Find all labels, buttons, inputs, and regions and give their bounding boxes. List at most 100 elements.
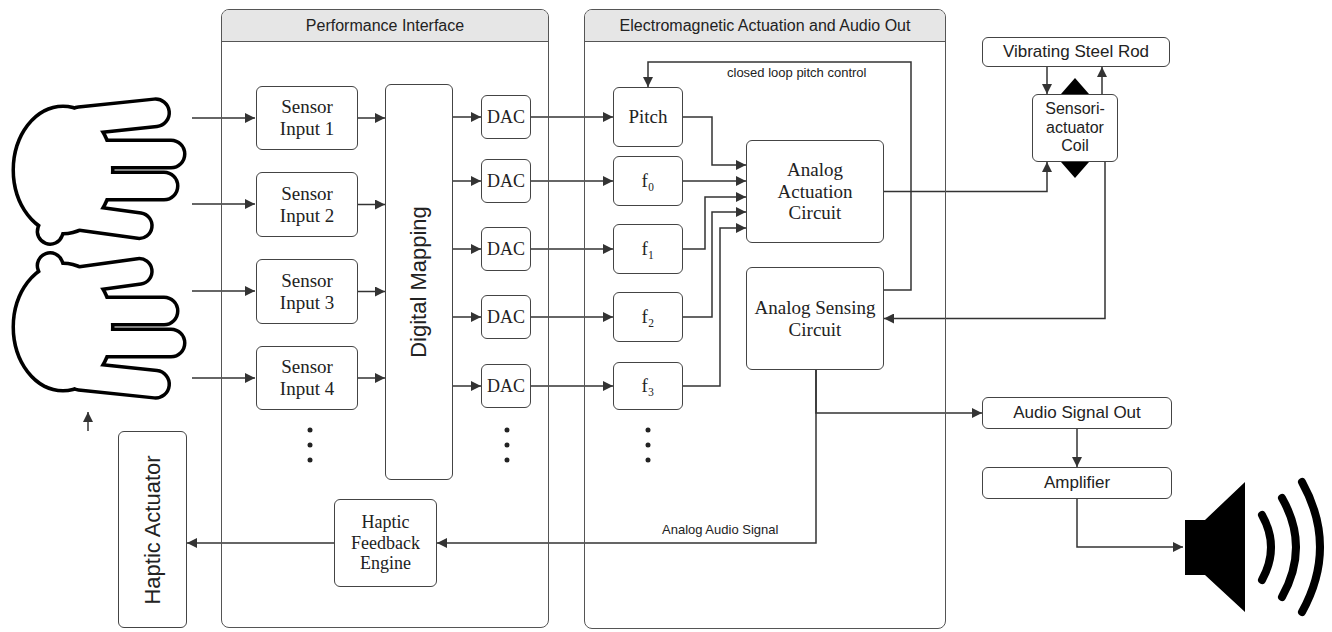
ellipsis-dot: [308, 458, 313, 463]
node-label: f₂: [642, 306, 655, 328]
signal-arrow: [683, 180, 746, 182]
signal-arrow: [884, 162, 1105, 319]
node-label: Sensor Input 1: [263, 96, 351, 140]
oscillator-box: f₂: [613, 292, 683, 342]
signal-arrow: [187, 542, 334, 544]
hand-drawing: [15, 100, 183, 246]
node-label: Sensor Input 2: [263, 183, 351, 227]
circuit-box: Analog Sensing Circuit: [746, 267, 884, 370]
node-label: DAC: [487, 239, 525, 260]
speaker-icon: [1185, 482, 1245, 612]
signal-arrow: [816, 370, 982, 413]
ellipsis-dot: [505, 443, 510, 448]
node-label: DAC: [487, 376, 525, 397]
node-label: DAC: [487, 307, 525, 328]
signal-arrow: [1076, 429, 1078, 467]
oscillator-box: f₁: [613, 224, 683, 274]
engine-box: Haptic Feedback Engine: [334, 499, 437, 587]
panel-title: Electromagnetic Actuation and Audio Out: [585, 10, 945, 42]
ellipsis-dot: [646, 458, 651, 463]
input-arrow: [192, 117, 255, 119]
signal-arrow: [531, 316, 613, 318]
circuit-box: Analog Actuation Circuit: [746, 140, 884, 243]
actuator-box: Haptic Actuator: [118, 431, 187, 628]
node-label: f₃: [642, 375, 655, 397]
signal-arrow: [453, 180, 481, 182]
node-label: f₁: [642, 238, 655, 260]
node-label: Sensori- actuator Coil: [1039, 100, 1111, 155]
signal-arrow: [531, 385, 613, 387]
input-arrow: [192, 377, 255, 379]
node-label: f₀: [642, 170, 655, 192]
edge-label: Analog Audio Signal: [660, 522, 780, 538]
sensor-box: Sensor Input 1: [256, 86, 358, 150]
signal-arrow: [531, 116, 613, 118]
signal-arrow: [453, 385, 481, 387]
ellipsis-dot: [505, 458, 510, 463]
oscillator-box: f₀: [613, 156, 683, 206]
ellipsis-dot: [505, 428, 510, 433]
signal-arrow: [453, 248, 481, 250]
hand-drawing: [15, 251, 183, 397]
node-label: Audio Signal Out: [1013, 403, 1141, 423]
signal-arrow: [531, 248, 613, 250]
panel-title: Performance Interface: [222, 10, 548, 42]
node-label: Analog Sensing Circuit: [753, 297, 877, 341]
dac-box: DAC: [481, 95, 531, 139]
signal-arrow: [683, 197, 746, 249]
signal-arrow: [453, 116, 481, 118]
signal-arrow: [1101, 67, 1103, 94]
node-label: Analog Actuation Circuit: [753, 159, 877, 225]
node-label: DAC: [487, 107, 525, 128]
node-label: Haptic Actuator: [140, 455, 165, 604]
dac-box: DAC: [481, 227, 531, 271]
haptic-arrow: [87, 412, 89, 431]
signal-arrow: [358, 377, 385, 379]
signal-arrow: [884, 162, 1047, 192]
signal-arrow: [531, 180, 613, 182]
node-label: Haptic Feedback Engine: [341, 512, 430, 574]
node-label: Pitch: [628, 106, 667, 128]
node-label: Digital Mapping: [406, 206, 431, 358]
sound-wave: [1262, 515, 1271, 580]
pitch-box: Pitch: [613, 87, 683, 147]
input-arrow: [192, 290, 255, 292]
vibration-triangle: [1061, 78, 1089, 94]
dac-box: DAC: [481, 364, 531, 408]
ellipsis-dot: [308, 428, 313, 433]
oscillator-box: f₃: [613, 362, 683, 410]
sensor-box: Sensor Input 3: [256, 259, 358, 324]
input-arrow: [192, 203, 255, 205]
sensor-box: Sensor Input 2: [256, 172, 358, 237]
amplifier-box: Amplifier: [982, 467, 1172, 499]
node-label: Sensor Input 3: [263, 270, 351, 314]
signal-arrow: [1046, 67, 1048, 94]
ellipsis-dot: [646, 428, 651, 433]
sound-wave: [1282, 498, 1296, 597]
signal-arrow: [648, 62, 911, 290]
dac-box: DAC: [481, 159, 531, 203]
output-box: Audio Signal Out: [982, 397, 1172, 429]
coil-box: Sensori- actuator Coil: [1032, 94, 1118, 162]
node-label: Sensor Input 4: [263, 356, 351, 400]
signal-arrow: [683, 228, 746, 386]
sound-wave: [1302, 482, 1320, 612]
panel-band: Sensor Input 1 Sensor Input 2 Sensor Input…: [221, 9, 549, 628]
node-label: Amplifier: [1044, 473, 1110, 493]
node-label: Vibrating Steel Rod: [1003, 42, 1149, 62]
speaker-arrow: [1077, 499, 1183, 547]
signal-arrow: [453, 316, 481, 318]
ellipsis-dot: [308, 443, 313, 448]
signal-arrow: [358, 117, 385, 119]
node-label: DAC: [487, 171, 525, 192]
signal-arrow: [683, 117, 746, 165]
signal-arrow: [358, 204, 385, 206]
signal-arrow: [358, 291, 385, 293]
vibration-triangle: [1061, 162, 1089, 178]
edge-label: closed loop pitch control: [725, 65, 868, 81]
mapping-block: Digital Mapping: [385, 84, 453, 480]
dac-box: DAC: [481, 295, 531, 339]
sensor-box: Sensor Input 4: [256, 346, 358, 410]
rod-box: Vibrating Steel Rod: [982, 37, 1170, 67]
